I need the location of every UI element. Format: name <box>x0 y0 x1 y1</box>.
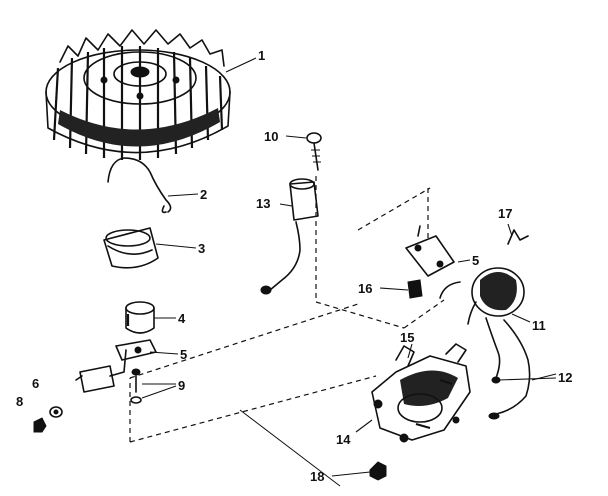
callout-2: 2 <box>200 187 207 202</box>
leader-lines <box>141 57 557 477</box>
wire-leads-part <box>485 317 531 420</box>
callout-16: 16 <box>358 281 372 296</box>
callout-12: 12 <box>558 370 572 385</box>
callout-6: 6 <box>32 376 39 391</box>
callout-14: 14 <box>336 432 351 447</box>
callout-9: 9 <box>178 378 185 393</box>
callout-8: 8 <box>16 394 23 409</box>
spring-17-part <box>507 229 529 245</box>
callout-1: 1 <box>258 48 265 63</box>
assembly-lines <box>129 176 445 443</box>
ignition-coil-part <box>439 267 525 325</box>
bushing-part <box>125 301 155 334</box>
callout-4: 4 <box>178 311 186 326</box>
nut-18-part <box>369 461 387 481</box>
breaker-plate-part <box>405 225 455 277</box>
callout-labels: 1 2 3 4 5 5 6 8 9 10 11 12 13 14 15 16 1… <box>16 48 572 484</box>
callout-5-right: 5 <box>472 253 479 268</box>
callout-3: 3 <box>198 241 205 256</box>
callout-18: 18 <box>310 469 324 484</box>
screw-assembly-part <box>33 365 142 433</box>
callout-10: 10 <box>264 129 278 144</box>
callout-5-left: 5 <box>180 347 187 362</box>
armature-housing-part <box>371 343 471 443</box>
condenser-part <box>260 178 319 295</box>
screw-10-part <box>306 132 322 171</box>
callout-11: 11 <box>532 318 546 333</box>
clip-16-part <box>407 279 423 299</box>
flywheel-part <box>45 29 231 160</box>
spring-clip-part <box>107 157 172 214</box>
callout-13: 13 <box>256 196 270 211</box>
air-vane-part <box>103 227 159 269</box>
callout-17: 17 <box>498 206 512 221</box>
callout-15: 15 <box>400 330 414 345</box>
base-reference-line <box>239 409 341 487</box>
